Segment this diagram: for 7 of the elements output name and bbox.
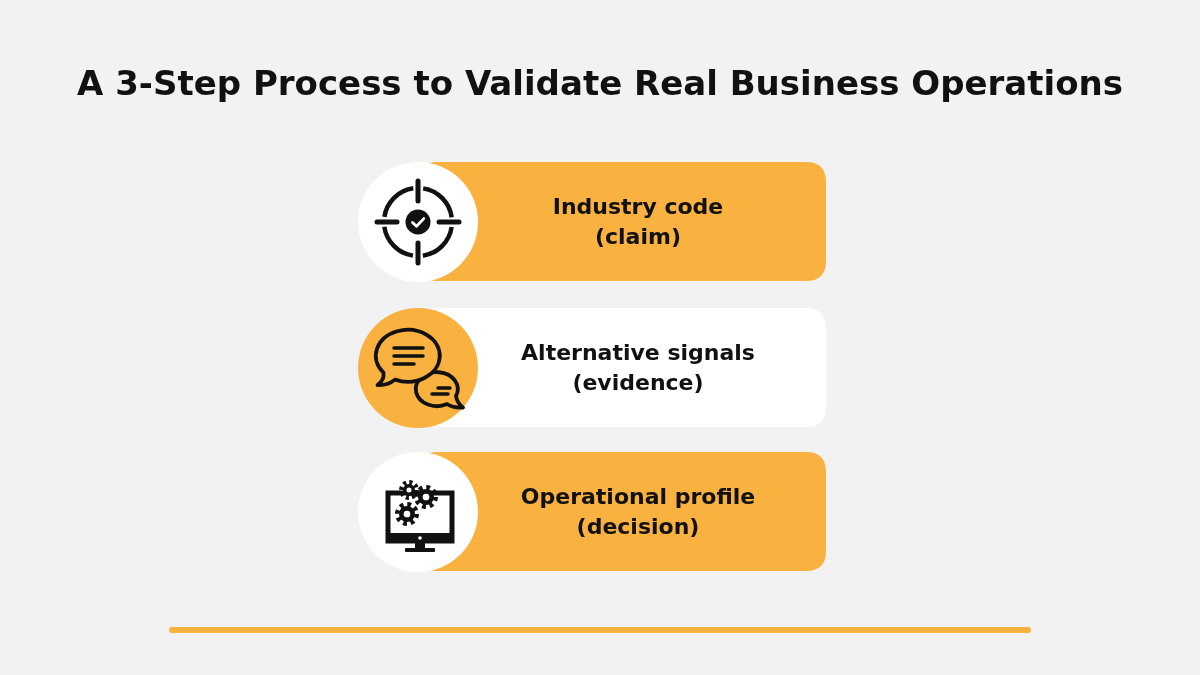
- title: A 3-Step Process to Validate Real Business Operations: [77, 63, 1123, 103]
- step-label: Industry code (claim): [551, 193, 725, 251]
- step-card: [358, 162, 826, 282]
- step-label: Alternative signals (evidence): [520, 339, 756, 397]
- step-card: [358, 308, 826, 428]
- step-label: Operational profile (decision): [519, 483, 757, 541]
- step-card: [358, 452, 826, 572]
